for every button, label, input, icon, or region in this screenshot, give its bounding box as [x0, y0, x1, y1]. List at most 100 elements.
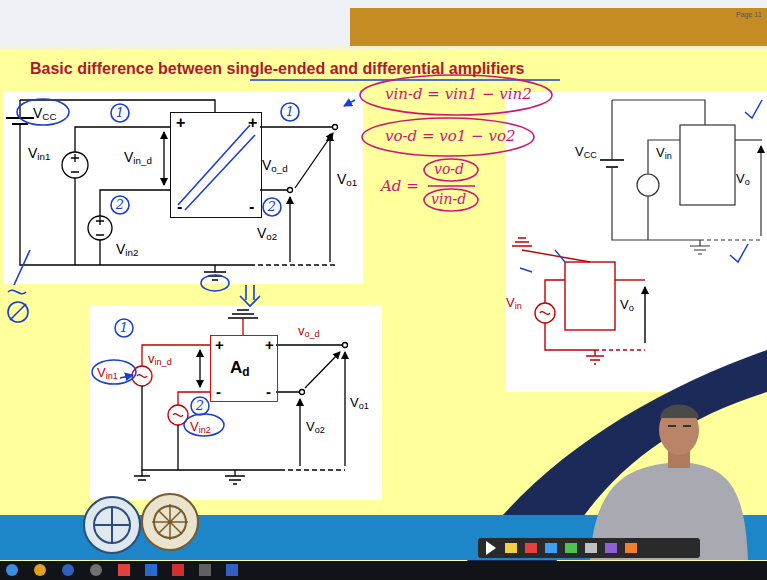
- svg-ellipse: [424, 189, 478, 211]
- svg-path: [512, 238, 532, 246]
- handwritten-equation: vin-d: [431, 192, 466, 207]
- svg-circle: [88, 216, 112, 240]
- svg-circle: [84, 497, 140, 553]
- svg-path: [163, 132, 164, 185]
- svg-rect: [545, 543, 557, 553]
- svg-ellipse: [201, 275, 229, 291]
- svg-path: [204, 265, 226, 280]
- svg-path: [96, 217, 104, 235]
- svg-rect: [0, 46, 767, 50]
- subscript-text: o: [629, 303, 634, 313]
- svg-rect: [199, 564, 211, 576]
- signal-label: Vin2: [116, 242, 138, 257]
- subscript-text: CC: [584, 150, 597, 160]
- circuit-panels: [3, 92, 382, 500]
- svg-rect: [478, 538, 700, 558]
- svg-path: [520, 250, 565, 272]
- svg-circle: [637, 174, 659, 196]
- svg-path: [644, 287, 645, 343]
- svg-path: [595, 349, 645, 350]
- svg-rect: [680, 125, 735, 205]
- svg-path: [344, 100, 355, 106]
- svg-ellipse: [362, 118, 534, 156]
- callout-number: 1: [111, 104, 129, 122]
- page-number: Page 11: [736, 11, 762, 19]
- subscript-text: o1: [346, 177, 357, 188]
- svg-path: [94, 507, 130, 543]
- terminal-sign: +: [248, 115, 257, 131]
- callout-number: 2: [111, 196, 129, 214]
- lecturer-video: [590, 405, 748, 561]
- svg-path: [299, 399, 300, 466]
- svg-path: [700, 239, 762, 240]
- signal-label: Vin1: [28, 146, 50, 161]
- subscript-text: o_d: [271, 163, 287, 174]
- svg-circle: [94, 507, 130, 543]
- svg-path: [690, 240, 710, 254]
- svg-path: [730, 100, 762, 262]
- differential-circuit-top: [6, 100, 338, 280]
- callout-number: 1: [115, 319, 133, 337]
- svg-rect: [226, 564, 238, 576]
- svg-ellipse: [659, 405, 699, 455]
- svg-path: [10, 304, 26, 320]
- signal-label: Vo2: [306, 420, 325, 434]
- svg-circle: [111, 104, 129, 122]
- terminal-sign: -: [216, 384, 221, 399]
- svg-path: [152, 504, 188, 540]
- subscript-text: in1: [106, 371, 118, 381]
- svg-path: [142, 386, 280, 470]
- svg-path: [295, 133, 333, 188]
- signal-label: Vo_d: [262, 158, 288, 173]
- svg-path: [289, 197, 290, 262]
- svg-circle: [281, 103, 299, 121]
- subscript-text: o2: [315, 425, 325, 435]
- slide-title: Basic difference between single-ended an…: [30, 60, 524, 78]
- svg-ellipse: [424, 159, 478, 181]
- svg-path: [648, 140, 680, 240]
- svg-path: [615, 279, 645, 280]
- svg-rect: [505, 543, 517, 553]
- hand-annotations-top: [8, 99, 355, 322]
- subscript-text: in1: [37, 151, 50, 162]
- svg-circle: [115, 319, 133, 337]
- callout-number: 2: [263, 198, 281, 216]
- svg-circle: [300, 390, 305, 395]
- svg-circle: [142, 494, 198, 550]
- subscript-text: in_d: [133, 155, 152, 166]
- terminal-sign: +: [265, 337, 274, 352]
- terminal-sign: +: [176, 115, 185, 131]
- svg-path: [305, 352, 340, 388]
- signal-label: Vo: [620, 298, 634, 312]
- svg-path: [329, 134, 330, 262]
- svg-path: [260, 127, 335, 190]
- callout-number: 2: [191, 397, 209, 415]
- single-ended-circuit: [600, 100, 762, 262]
- svg-path: [178, 125, 255, 210]
- svg-rect: [585, 543, 597, 553]
- subscript-text: in: [665, 151, 672, 161]
- signal-label: Vin: [506, 296, 522, 310]
- right-panel: [455, 92, 767, 580]
- svg-rect: [525, 543, 537, 553]
- handwritten-equation: vo-d = vo1 − vo2: [385, 128, 515, 145]
- svg-circle: [288, 188, 293, 193]
- svg-path: [455, 350, 767, 580]
- svg-circle: [191, 397, 209, 415]
- signal-label: VCC: [575, 145, 597, 159]
- svg-path: [280, 469, 345, 470]
- svg-ellipse: [360, 75, 552, 115]
- player-toolbar: [478, 538, 700, 558]
- svg-ellipse: [184, 414, 224, 436]
- differential-circuit-bottom: [132, 310, 348, 484]
- svg-rect: [3, 92, 363, 284]
- svg-path: [276, 345, 345, 392]
- handwritten-equation: vin-d = vin1 − vin2: [385, 86, 532, 103]
- signal-label: Vin2: [190, 420, 211, 434]
- single-ended-red-circuit: [512, 238, 645, 364]
- subscript-text: o: [745, 177, 750, 187]
- svg-path: [20, 100, 250, 265]
- svg-path: [228, 310, 258, 318]
- subscript-text: in2: [125, 247, 138, 258]
- svg-rect: [565, 543, 577, 553]
